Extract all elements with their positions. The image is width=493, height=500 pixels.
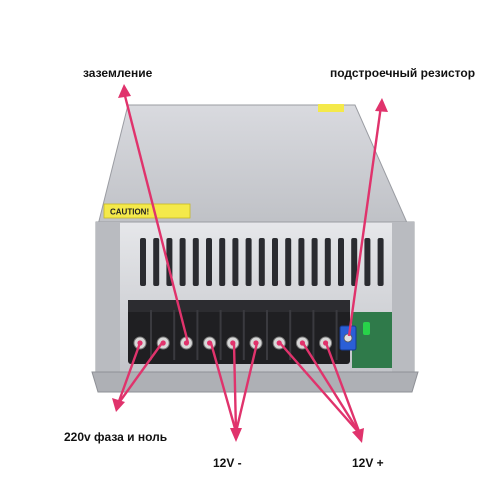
label-ground: заземление <box>83 66 153 80</box>
vent-slot <box>298 238 305 286</box>
terminal-screw <box>179 310 199 360</box>
arrowhead-vplus <box>352 428 364 443</box>
vent-slot <box>351 238 358 286</box>
vent-slot <box>192 238 199 286</box>
vent-slot <box>338 238 344 286</box>
arrow-vplus-2 <box>301 342 362 435</box>
label-12v-minus: 12V - <box>213 456 242 470</box>
pcb <box>352 312 392 368</box>
arrowhead-trim-resistor <box>375 98 388 112</box>
arrow-vminus-2 <box>232 342 238 433</box>
vent-slot <box>285 238 292 286</box>
arrowhead-ac <box>112 398 125 412</box>
terminal-cover <box>128 300 350 312</box>
caution-sticker-text: CAUTION! <box>110 208 149 217</box>
vent-slot <box>232 238 239 286</box>
vent-slot <box>219 238 226 286</box>
arrow-ac-2 <box>117 342 163 405</box>
vent-slot <box>364 238 371 286</box>
label-12v-plus: 12V + <box>352 456 384 470</box>
arrow-vminus-3 <box>234 342 259 433</box>
vent-slot <box>272 238 278 286</box>
vent-slot <box>377 238 384 286</box>
terminal-block <box>128 306 350 364</box>
vent-slot <box>245 238 252 286</box>
arrow-ground <box>122 91 190 344</box>
vent-slot <box>140 238 146 286</box>
vent-slot <box>258 238 265 286</box>
case-bottom <box>91 371 419 393</box>
arrow-vminus-1 <box>209 342 238 433</box>
caution-sticker <box>103 203 191 219</box>
vent-slot <box>311 238 318 286</box>
arrow-vplus-3 <box>324 342 362 435</box>
vent-slot <box>153 238 160 286</box>
status-led <box>363 322 370 335</box>
label-ac-input: 220v фаза и ноль <box>64 430 168 444</box>
arrowhead-ground <box>118 84 131 98</box>
vent-slot <box>206 238 212 286</box>
arrow-trim-resistor <box>347 105 383 337</box>
arrowhead-vminus <box>230 428 242 442</box>
case-flange-left <box>96 222 120 372</box>
case-flange-right <box>392 222 414 372</box>
arrow-ac-1 <box>116 342 142 405</box>
vent-slot <box>324 238 331 286</box>
vent-slot <box>179 238 186 286</box>
arrow-vplus-1 <box>279 342 361 435</box>
label-trim-resistor: подстроечный резистор <box>330 66 476 80</box>
top-sticker <box>318 104 344 112</box>
terminal-screws <box>133 310 338 360</box>
